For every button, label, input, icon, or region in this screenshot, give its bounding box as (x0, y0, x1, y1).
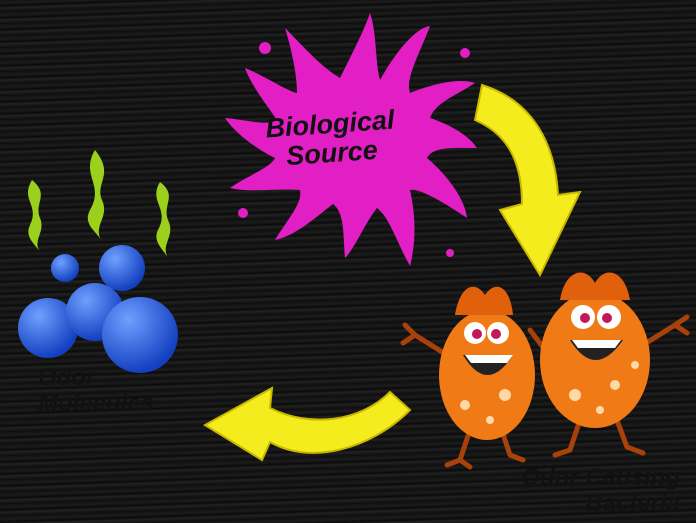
odor-bacteria-label: Odor Causing Bacteria (470, 465, 680, 517)
curved-arrow-to-molecules-icon (200, 380, 415, 470)
curved-arrow-to-bacteria-icon (470, 80, 600, 280)
biological-source-label: Biological Source (244, 104, 418, 174)
odor-bacteria-icon (395, 255, 695, 470)
odor-molecules-icon (10, 140, 195, 390)
odor-molecules-label: Odor Molecules (38, 365, 198, 417)
